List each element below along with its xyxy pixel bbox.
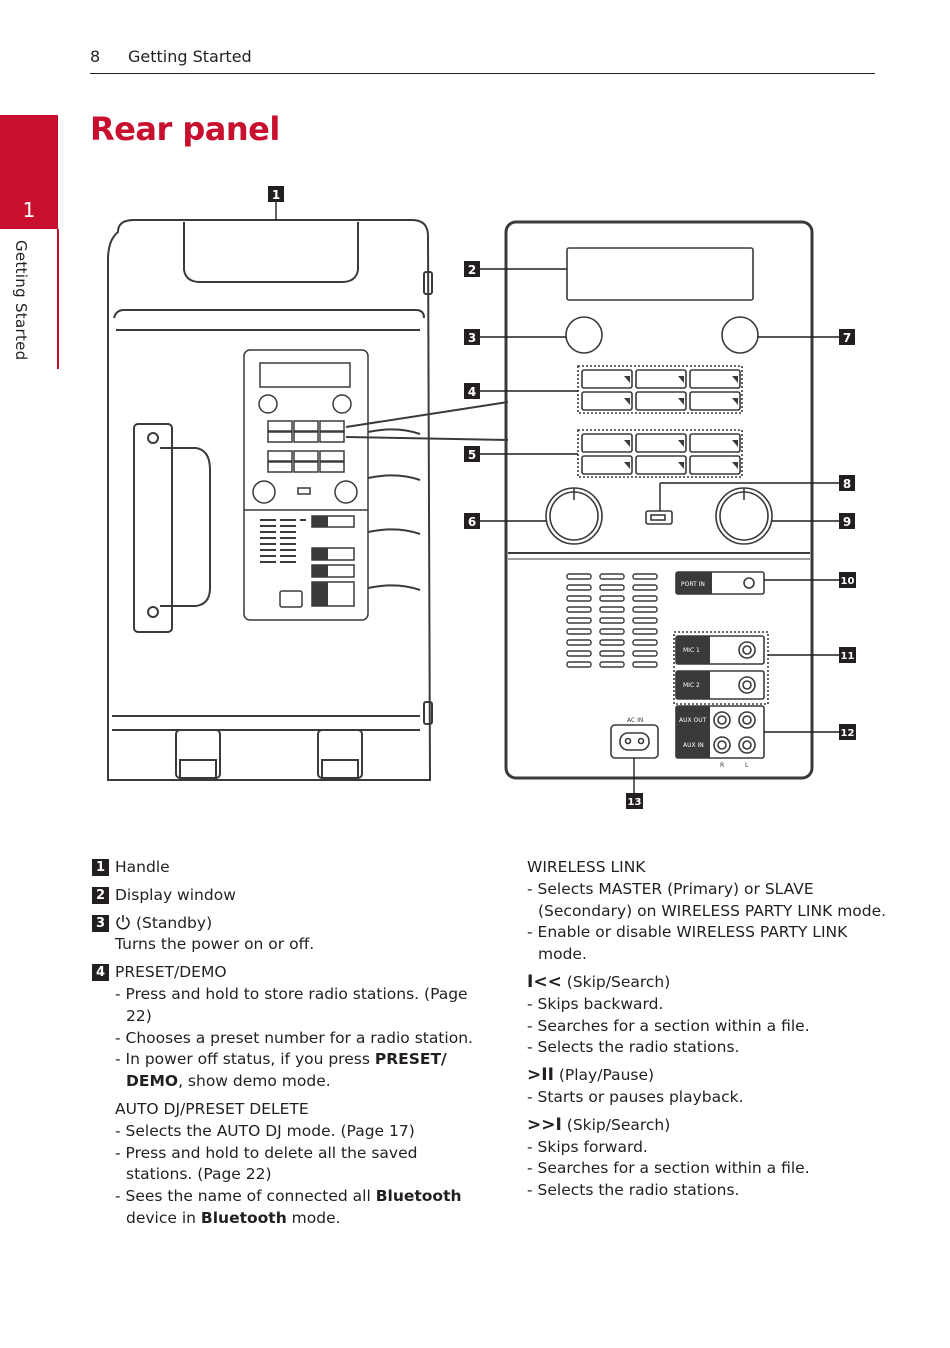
description-line: - In power off status, if you press PRES…: [115, 1050, 447, 1091]
description-line: - Press and hold to store radio stations…: [115, 984, 468, 1025]
item-title: Display window: [115, 885, 236, 904]
item-standby: 3 (Standby) Turns the power on or off.: [92, 913, 487, 957]
section-title: Getting Started: [128, 47, 252, 66]
description-line: - Skips backward.: [527, 994, 664, 1013]
standby-button-shape: [565, 316, 603, 354]
svg-text:3: 3: [468, 331, 476, 345]
aux-in-label: AUX IN: [683, 742, 704, 749]
item-handle: 1 Handle: [92, 857, 487, 879]
auto-dj-section: AUTO DJ/PRESET DELETE - Selects the AUTO…: [92, 1099, 487, 1230]
item-number-badge: 1: [92, 859, 109, 876]
aux-out-label: AUX OUT: [679, 717, 707, 724]
ac-in-socket-shape: [610, 724, 659, 759]
callout-12: 12: [839, 724, 856, 740]
callout-4: 4: [464, 383, 480, 399]
display-window-shape: [566, 247, 754, 301]
callout-9: 9: [839, 513, 855, 529]
port-in-label: PORT IN: [681, 581, 705, 588]
svg-text:10: 10: [841, 576, 855, 587]
chapter-number: 1: [22, 198, 36, 222]
item-number-badge: 4: [92, 964, 109, 982]
callout-8: 8: [839, 475, 855, 491]
svg-text:9: 9: [843, 515, 851, 529]
callout-3: 3: [464, 329, 480, 345]
svg-text:5: 5: [468, 448, 476, 462]
left-column: 1 Handle 2 Display window 3 (Standby) Tu…: [92, 857, 487, 1230]
item-title: Handle: [115, 858, 170, 876]
speaker-body: [107, 219, 432, 781]
chapter-label: Getting Started: [12, 240, 30, 361]
item-number-badge: 3: [92, 914, 109, 932]
svg-text:6: 6: [468, 515, 476, 529]
section-heading: WIRELESS LINK: [527, 858, 646, 876]
svg-text:7: 7: [843, 331, 851, 345]
svg-text:13: 13: [628, 797, 642, 808]
page-number: 8: [90, 47, 101, 66]
right-channel-label: R: [720, 762, 724, 769]
callout-5: 5: [464, 446, 480, 462]
page-title: Rear panel: [90, 110, 280, 148]
chapter-tab: [0, 115, 58, 229]
power-standby-icon: [115, 914, 131, 932]
callout-10: 10: [839, 572, 856, 588]
skip-back-icon: I<<: [527, 971, 562, 992]
wireless-link-button-shape: [721, 316, 759, 354]
callout-7: 7: [839, 329, 855, 345]
description-line: - Searches for a section within a file.: [527, 1016, 810, 1035]
description-line: - Skips forward.: [527, 1137, 648, 1156]
mic2-label: MIC 2: [683, 682, 700, 689]
svg-text:2: 2: [468, 263, 476, 277]
zoomed-panel: [504, 220, 814, 780]
svg-text:11: 11: [841, 651, 855, 662]
description-line: - Selects the radio stations.: [527, 1038, 740, 1057]
section-heading: (Play/Pause): [558, 1066, 655, 1085]
play-pause-icon: >II: [527, 1065, 554, 1086]
svg-text:1: 1: [272, 188, 280, 202]
wireless-link-section: WIRELESS LINK - Selects MASTER (Primary)…: [527, 857, 887, 966]
play-pause-section: >II (Play/Pause) - Starts or pauses play…: [527, 1065, 887, 1109]
description-line: - Enable or disable WIRELESS PARTY LINK …: [527, 923, 848, 964]
mini-panel: [243, 349, 369, 621]
right-column: WIRELESS LINK - Selects MASTER (Primary)…: [527, 857, 887, 1202]
svg-text:8: 8: [843, 477, 851, 491]
item-number-badge: 2: [92, 886, 109, 904]
description-line: - Selects the radio stations.: [527, 1181, 740, 1200]
foot-left: [175, 729, 221, 779]
section-heading: (Skip/Search): [566, 1115, 671, 1134]
description-line: - Press and hold to delete all the saved…: [115, 1143, 418, 1184]
header-rule: [90, 73, 875, 74]
description-line: - Chooses a preset number for a radio st…: [115, 1028, 473, 1047]
item-title: PRESET/DEMO: [115, 963, 227, 982]
svg-text:4: 4: [468, 385, 476, 399]
item-title: (Standby): [135, 913, 213, 932]
callout-13: 13: [626, 793, 643, 809]
description-line: - Searches for a section within a file.: [527, 1159, 810, 1178]
svg-text:12: 12: [841, 728, 855, 739]
description-line: - Starts or pauses playback.: [527, 1087, 744, 1106]
foot-right: [317, 729, 363, 779]
usb-port-shape: [645, 510, 673, 525]
skip-back-section: I<< (Skip/Search) - Skips backward. - Se…: [527, 972, 887, 1059]
skip-forward-icon: >>I: [527, 1114, 562, 1135]
callout-6: 6: [464, 513, 480, 529]
rear-panel-diagram: PORT IN MIC 1 MIC 2 AUX OUT AUX IN AC IN…: [107, 186, 856, 809]
callout-1: 1: [268, 186, 284, 202]
ac-in-label: AC IN: [627, 717, 643, 724]
skip-forward-section: >>I (Skip/Search) - Skips forward. - Sea…: [527, 1115, 887, 1202]
item-description: Turns the power on or off.: [115, 935, 315, 954]
description-line: - Selects MASTER (Primary) or SLAVE (Sec…: [527, 879, 887, 920]
chapter-tab-line: [57, 229, 59, 369]
description-line: - Selects the AUTO DJ mode. (Page 17): [115, 1121, 415, 1140]
section-heading: AUTO DJ/PRESET DELETE: [115, 1099, 309, 1118]
callout-2: 2: [464, 261, 480, 277]
left-channel-label: L: [745, 762, 749, 769]
description-line: - Sees the name of connected all Bluetoo…: [115, 1187, 462, 1227]
top-handle: [183, 222, 359, 283]
item-preset-demo: 4 PRESET/DEMO - Press and hold to store …: [92, 962, 487, 1093]
item-display-window: 2 Display window: [92, 885, 487, 907]
section-heading: (Skip/Search): [566, 972, 671, 991]
callout-11: 11: [839, 647, 856, 663]
mic1-label: MIC 1: [683, 647, 700, 654]
side-handle: [133, 423, 173, 633]
